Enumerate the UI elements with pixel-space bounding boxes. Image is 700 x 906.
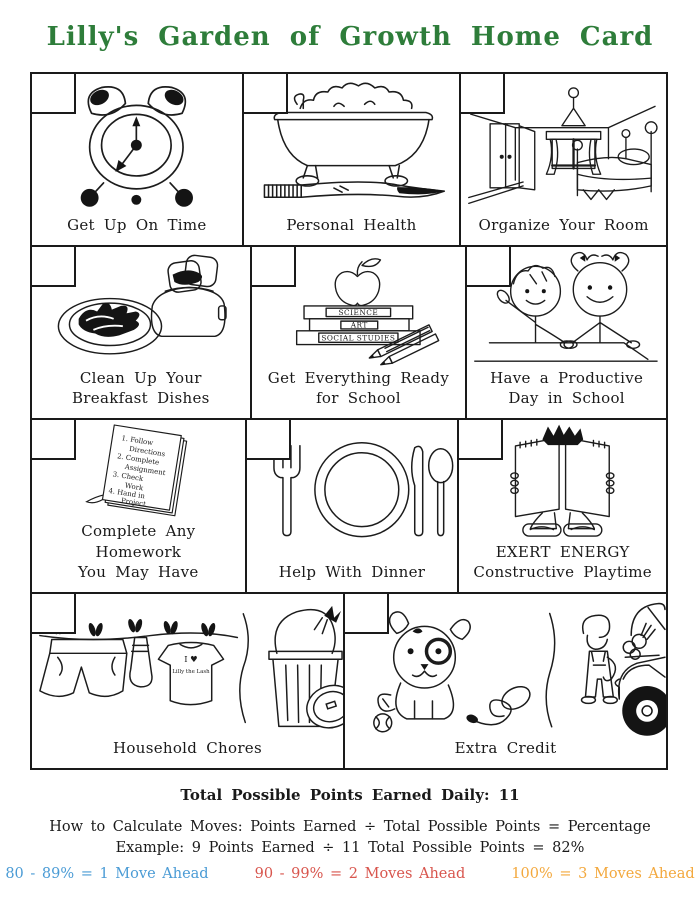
points-box <box>251 247 296 287</box>
grid-row-4: I ♥ Lilly the Lash Household Chores <box>32 594 666 768</box>
points-box <box>246 420 291 460</box>
cell-label: Extra Credit <box>454 739 557 758</box>
legend-three-moves: 100% = 3 Moves Ahead <box>511 866 695 882</box>
card-grid: Get Up On Time <box>30 72 668 770</box>
two-kids-icon <box>467 247 666 368</box>
cell-constructive-playtime: EXERT ENERGY Constructive Playtime <box>459 420 666 592</box>
moves-legend: 80 - 89% = 1 Move Ahead 90 - 99% = 2 Mov… <box>0 866 700 882</box>
grid-row-1: Get Up On Time <box>32 74 666 247</box>
shirt-text-bottom: Lilly the Lash <box>172 669 210 675</box>
bedroom-icon <box>461 74 666 215</box>
points-box <box>32 420 76 460</box>
book-title-social-studies: SOCIAL STUDIES <box>321 333 395 342</box>
puppy-car-icon <box>345 594 666 738</box>
book-title-science: SCIENCE <box>338 308 378 317</box>
cell-label: Organize Your Room <box>478 216 649 235</box>
cell-breakfast-dishes: Clean Up Your Breakfast Dishes <box>32 247 252 418</box>
legend-one-move: 80 - 89% = 1 Move Ahead <box>5 866 209 882</box>
cell-label: Have a Productive Day in School <box>490 368 644 408</box>
alarm-clock-icon <box>32 74 242 215</box>
points-box <box>345 594 390 634</box>
kid-reading-book-icon <box>459 420 666 542</box>
cell-productive-day: Have a Productive Day in School <box>467 247 666 418</box>
plate-toaster-icon <box>32 247 250 368</box>
clothesline-trashcan-icon: I ♥ Lilly the Lash <box>32 594 344 738</box>
shirt-text-top: I ♥ <box>184 654 197 664</box>
homework-line: Project <box>120 497 146 509</box>
cell-label: Get Everything Ready for School <box>267 368 450 408</box>
points-box <box>32 594 76 634</box>
cell-label: Household Chores <box>113 739 262 758</box>
homework-line: Work <box>124 482 144 493</box>
example-line: Example: 9 Points Earned ÷ 11 Total Poss… <box>115 840 585 856</box>
legend-two-moves: 90 - 99% = 2 Moves Ahead <box>254 866 466 882</box>
cell-personal-health: Personal Health <box>243 74 462 245</box>
homework-list-icon: 1. Follow Directions 2. Complete Assignm… <box>32 420 245 521</box>
cell-label: EXERT ENERGY Constructive Playtime <box>473 542 652 582</box>
points-box <box>243 74 288 114</box>
bathtub-toothbrush-icon <box>244 74 460 215</box>
cell-organize-your-room: Organize Your Room <box>461 74 666 245</box>
cell-label: Clean Up Your Breakfast Dishes <box>71 368 210 408</box>
cell-label: Personal Health <box>286 216 417 235</box>
cell-label: Help With Dinner <box>278 563 426 582</box>
cell-get-up-on-time: Get Up On Time <box>32 74 244 245</box>
cell-label: Get Up On Time <box>67 216 207 235</box>
points-box <box>459 420 504 460</box>
cell-ready-for-school: SCIENCE ART SOCIAL STUDIES Get Everythin… <box>251 247 468 418</box>
grid-row-2: Clean Up Your Breakfast Dishes <box>32 247 666 420</box>
how-to-calculate-line: How to Calculate Moves: Points Earned ÷ … <box>49 819 651 835</box>
cell-label: Complete Any Homework You May Have <box>78 521 199 582</box>
book-title-art: ART <box>349 321 367 330</box>
points-box <box>461 74 506 114</box>
page-title: Lilly's Garden of Growth Home Card <box>46 22 654 52</box>
cell-homework: 1. Follow Directions 2. Complete Assignm… <box>32 420 247 592</box>
cell-household-chores: I ♥ Lilly the Lash Household Chores <box>32 594 346 768</box>
grid-row-3: 1. Follow Directions 2. Complete Assignm… <box>32 420 666 594</box>
cell-help-with-dinner: Help With Dinner <box>246 420 460 592</box>
total-points-line: Total Possible Points Earned Daily: 11 <box>180 786 520 804</box>
points-box <box>32 247 76 287</box>
books-apple-pencils-icon: SCIENCE ART SOCIAL STUDIES <box>252 247 466 368</box>
points-box <box>467 247 512 287</box>
cell-extra-credit: Extra Credit <box>345 594 666 768</box>
points-box <box>32 74 76 114</box>
